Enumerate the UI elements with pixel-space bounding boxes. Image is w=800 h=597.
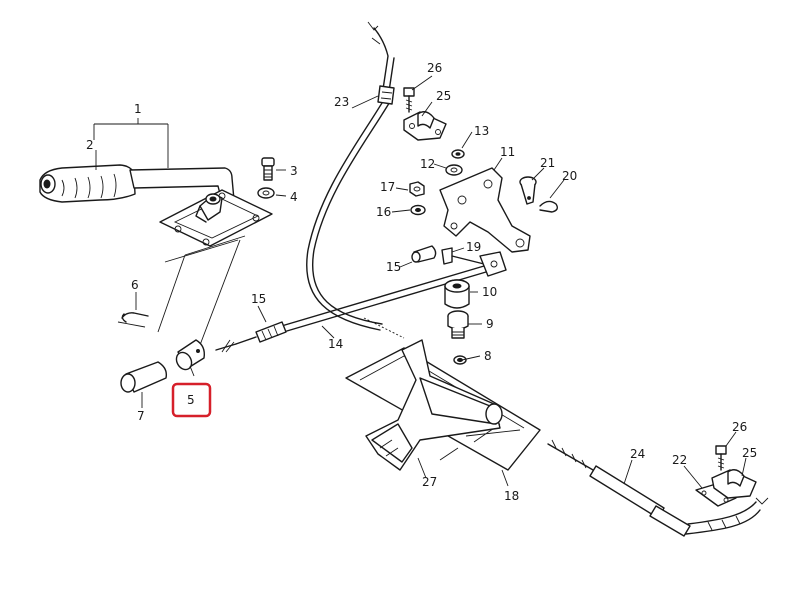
handbrake-lever (39, 164, 273, 346)
clevis-19 (441, 247, 507, 277)
callout-18: 18 (504, 489, 519, 503)
callout-27: 27 (422, 475, 437, 489)
pin-5 (175, 339, 206, 371)
callout-11: 11 (500, 145, 515, 159)
callout-7: 7 (137, 409, 145, 423)
clamp-25-lower (711, 469, 757, 499)
callout-26-upper: 26 (427, 61, 442, 75)
callout-8: 8 (484, 349, 492, 363)
callout-25-upper: 25 (436, 89, 451, 103)
callout-21: 21 (540, 156, 555, 170)
callout-labels: 1 2 3 4 5 6 7 8 9 10 11 12 13 14 15 15 1… (86, 61, 757, 503)
callout-24: 24 (630, 447, 645, 461)
callout-13: 13 (474, 124, 489, 138)
relay-bracket-11 (439, 167, 531, 253)
callout-9: 9 (486, 317, 494, 331)
pin-7 (120, 361, 168, 393)
callout-5: 5 (187, 393, 195, 407)
callout-26-lower: 26 (732, 420, 747, 434)
callout-22: 22 (672, 453, 687, 467)
washer-16 (410, 204, 426, 216)
bracket-27 (365, 339, 503, 471)
bush-10 (444, 279, 470, 309)
callout-14: 14 (328, 337, 343, 351)
callout-17: 17 (380, 180, 395, 194)
bolt-26-upper (403, 87, 415, 113)
callout-20: 20 (562, 169, 577, 183)
callout-1: 1 (134, 102, 142, 116)
callout-25-lower: 25 (742, 446, 757, 460)
cable-14 (215, 265, 487, 353)
washer-12 (445, 164, 463, 176)
callout-19: 19 (466, 240, 481, 254)
callout-15-cable: 15 (251, 292, 266, 306)
washer-13 (451, 149, 465, 159)
washer-4 (257, 187, 275, 199)
nut-17 (409, 181, 425, 197)
pin-15-small (411, 245, 437, 263)
pin-21 (519, 176, 537, 205)
clamp-25-upper (403, 111, 447, 141)
leader-lines (93, 75, 747, 489)
callout-2: 2 (86, 138, 94, 152)
clip-20 (539, 200, 559, 213)
stud-9 (447, 310, 469, 339)
callout-10: 10 (482, 285, 497, 299)
callout-12: 12 (420, 157, 435, 171)
bolt-26-lower (715, 445, 727, 471)
callout-23: 23 (334, 95, 349, 109)
callout-3: 3 (290, 164, 298, 178)
highlight-box (171, 382, 212, 418)
callout-16: 16 (376, 205, 391, 219)
cable-24 (547, 439, 769, 537)
bolt-3 (261, 157, 275, 181)
clip-6 (117, 312, 149, 328)
callout-6: 6 (131, 278, 139, 292)
callout-15-pin: 15 (386, 260, 401, 274)
plate-22 (695, 483, 737, 507)
callout-4: 4 (290, 190, 298, 204)
